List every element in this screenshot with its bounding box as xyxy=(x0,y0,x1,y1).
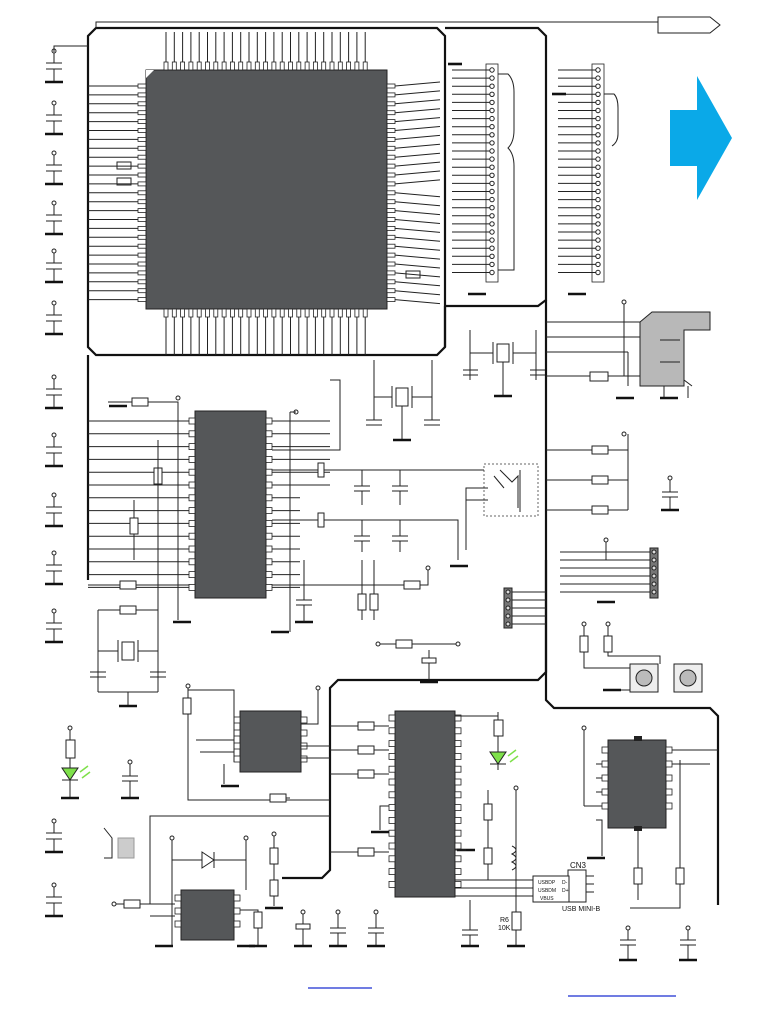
passive-components xyxy=(67,62,718,962)
resistor-value-label: 10K xyxy=(498,925,511,932)
footer-links xyxy=(308,987,676,997)
status-led-usb xyxy=(455,712,519,770)
eeprom-8pin-top xyxy=(233,710,308,773)
regulator-8pin-bottom xyxy=(174,889,241,941)
connector-name-label: USB MINI-B xyxy=(562,906,600,913)
push-button-1 xyxy=(629,663,659,693)
ic-8pin-right xyxy=(601,739,673,829)
jumper-2pin xyxy=(103,827,135,859)
usb-mini-b-connector: CN3 USB MINI-B USBDP USBDM VBUS D- D+ xyxy=(455,861,600,913)
audio-codec-ic xyxy=(188,410,273,599)
pin-header-5 xyxy=(503,587,546,629)
push-button-2 xyxy=(673,663,703,693)
crystal-mcu xyxy=(366,360,440,442)
audio-jack xyxy=(450,463,539,568)
top-net-tag xyxy=(95,16,721,34)
pin-dminus-label: D- xyxy=(562,880,568,886)
pin-usbdp-label: USBDP xyxy=(538,880,556,886)
status-led-left xyxy=(61,730,91,800)
pin-usbdm-label: USBDM xyxy=(538,888,556,894)
pin-header-6 xyxy=(560,547,659,599)
arrow-right-icon xyxy=(670,76,732,200)
pin-vbus-label: VBUS xyxy=(540,896,554,902)
pin-dplus-label: D+ xyxy=(562,888,569,894)
left-capacitor-column xyxy=(45,45,88,918)
resistor-r6: R6 10K xyxy=(498,790,525,948)
diode xyxy=(171,840,247,946)
crystal-rtc xyxy=(463,330,545,398)
header-right-40pin xyxy=(558,63,619,283)
mcu-qfp100 xyxy=(88,32,441,355)
usb-interface-ic xyxy=(388,710,462,898)
resistor-ref-label: R6 xyxy=(500,917,509,924)
header-left-40pin xyxy=(452,63,515,283)
connector-ref-label: CN3 xyxy=(570,861,587,870)
sd-card-socket xyxy=(546,311,711,400)
crystal-codec xyxy=(90,610,166,708)
